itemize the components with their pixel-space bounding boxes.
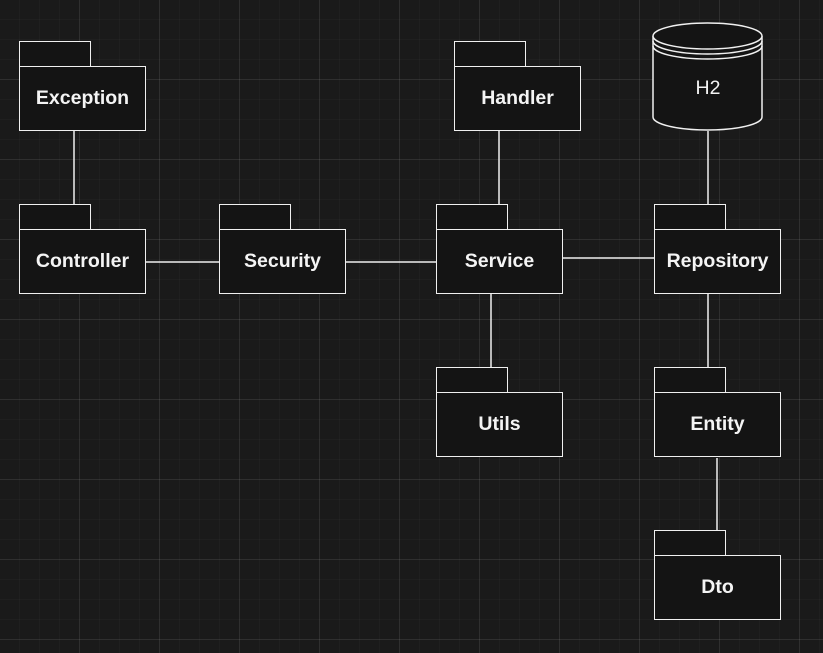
package-label: Security bbox=[219, 229, 346, 294]
package-tab bbox=[219, 204, 291, 229]
package-label: Repository bbox=[654, 229, 781, 294]
package-label: Handler bbox=[454, 66, 581, 131]
package-tab bbox=[654, 204, 726, 229]
package-label: Controller bbox=[19, 229, 146, 294]
package-label: Dto bbox=[654, 555, 781, 620]
package-label: Service bbox=[436, 229, 563, 294]
database-h2: H2 bbox=[652, 21, 764, 138]
package-tab bbox=[436, 367, 508, 392]
package-tab bbox=[19, 41, 91, 66]
package-label: Exception bbox=[19, 66, 146, 131]
package-tab bbox=[654, 530, 726, 555]
database-label: H2 bbox=[695, 77, 721, 99]
package-label: Utils bbox=[436, 392, 563, 457]
package-tab bbox=[454, 41, 526, 66]
database-cylinder-icon bbox=[652, 22, 763, 131]
package-label: Entity bbox=[654, 392, 781, 457]
package-tab bbox=[654, 367, 726, 392]
package-tab bbox=[436, 204, 508, 229]
package-tab bbox=[19, 204, 91, 229]
